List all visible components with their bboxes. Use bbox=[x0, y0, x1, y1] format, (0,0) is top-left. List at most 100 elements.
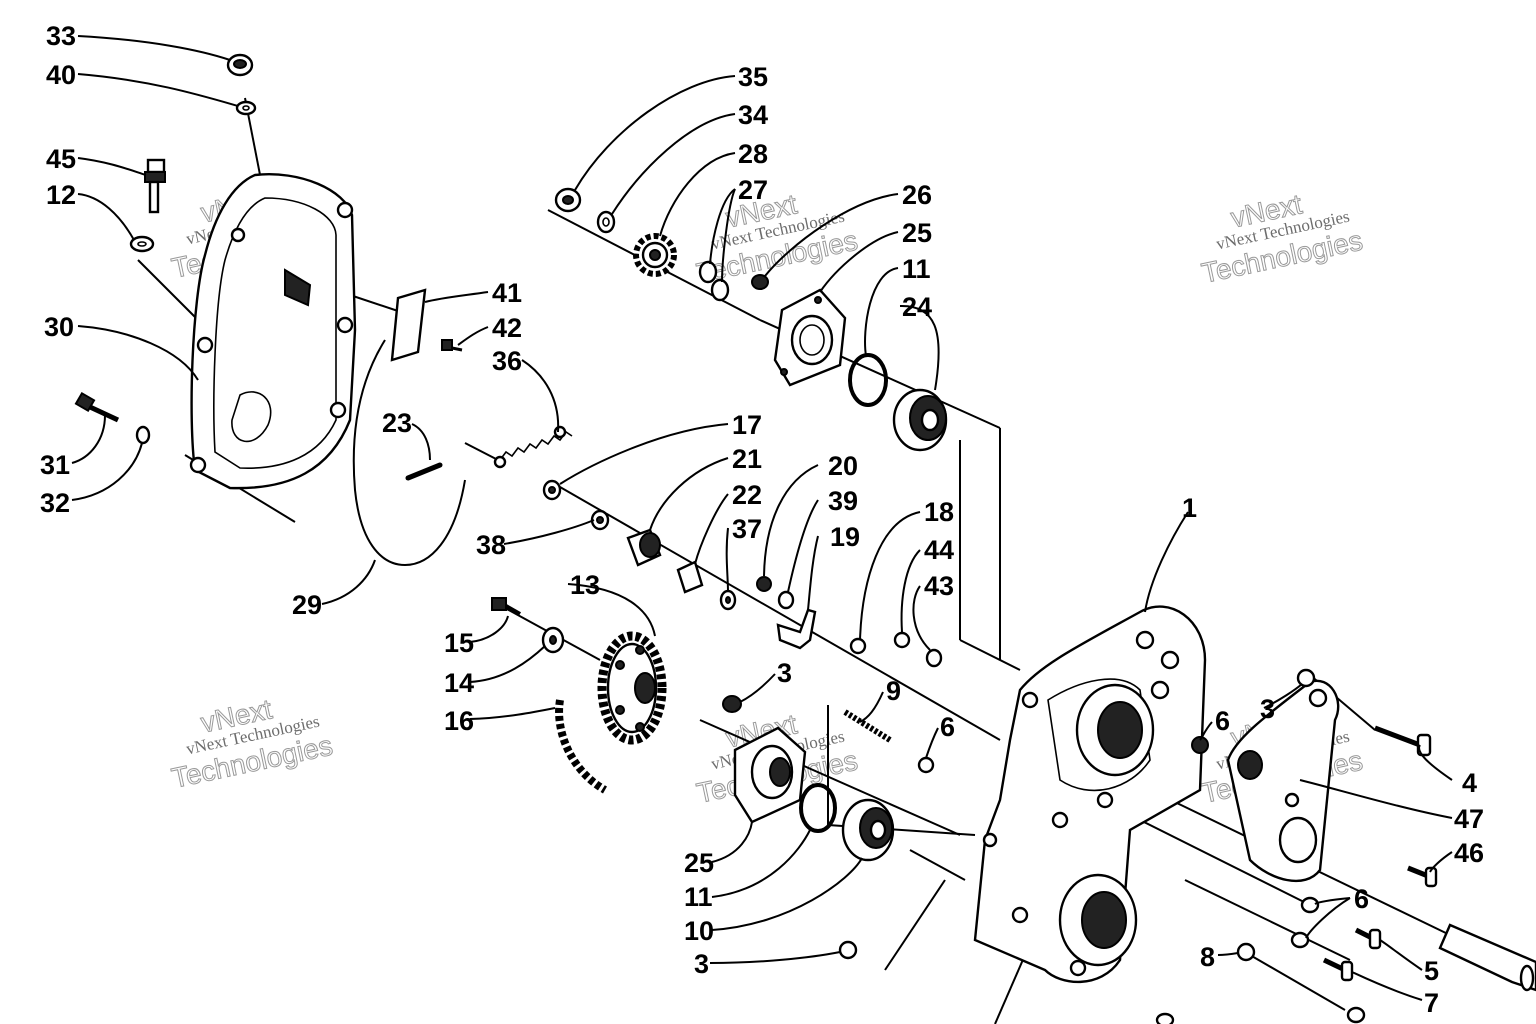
callout-5: 5 bbox=[1424, 956, 1439, 986]
callout-46: 46 bbox=[1454, 838, 1484, 868]
watermark-top-center: vNext vNext Technologies Technologies bbox=[693, 188, 860, 290]
part-34-washer bbox=[596, 210, 616, 234]
callout-41: 41 bbox=[492, 278, 522, 308]
part-12-washer bbox=[129, 235, 155, 253]
callout-7: 7 bbox=[1424, 988, 1439, 1018]
part-47-bearing-plate bbox=[1226, 679, 1340, 883]
part-41-plate bbox=[390, 288, 427, 362]
callout-47: 47 bbox=[1454, 804, 1484, 834]
watermark-bottom-left: vNext vNext Technologies Technologies bbox=[168, 693, 335, 795]
callout-19: 19 bbox=[830, 522, 860, 552]
callout-35: 35 bbox=[738, 62, 768, 92]
part-6-nut-a bbox=[917, 756, 935, 774]
part-3-nut-b bbox=[1296, 668, 1316, 688]
part-10-bearing-lower bbox=[841, 798, 895, 862]
part-37-washer bbox=[719, 589, 737, 611]
part-43-washer bbox=[925, 648, 943, 668]
part-19-tensioner-arm bbox=[776, 608, 817, 650]
callout-20: 20 bbox=[828, 451, 858, 481]
callout-38: 38 bbox=[476, 530, 506, 560]
part-25-flange-upper bbox=[773, 288, 847, 387]
part-42-screw bbox=[441, 339, 463, 352]
part-38-washer bbox=[590, 509, 610, 531]
part-31-bolt bbox=[74, 391, 120, 423]
part-28-small-sprocket bbox=[633, 233, 677, 277]
callout-12: 12 bbox=[46, 180, 76, 210]
part-30-chaincase-cover bbox=[189, 173, 357, 490]
part-23-pin bbox=[405, 462, 443, 481]
callout-42: 42 bbox=[492, 313, 522, 343]
callout-23: 23 bbox=[382, 408, 412, 438]
callout-15: 15 bbox=[444, 628, 474, 658]
callout-13: 13 bbox=[570, 570, 600, 600]
callout-3-a: 3 bbox=[777, 658, 792, 688]
callout-27: 27 bbox=[738, 175, 768, 205]
callout-16: 16 bbox=[444, 706, 474, 736]
callout-14: 14 bbox=[444, 668, 474, 698]
leader-lines bbox=[71, 35, 1453, 1001]
callout-29: 29 bbox=[292, 590, 322, 620]
callout-30: 30 bbox=[44, 312, 74, 342]
callout-40: 40 bbox=[46, 60, 76, 90]
part-45-vent-fitting bbox=[144, 158, 166, 214]
callout-39: 39 bbox=[828, 486, 858, 516]
callout-43: 43 bbox=[924, 571, 954, 601]
part-27-washers bbox=[698, 260, 730, 302]
part-39-washer bbox=[777, 590, 795, 610]
part-44-nut bbox=[893, 631, 911, 649]
part-40-washer bbox=[235, 100, 257, 116]
part-6-nut-b bbox=[1191, 736, 1209, 754]
part-drive-shaft bbox=[1438, 923, 1536, 992]
part-46-bolt bbox=[1407, 865, 1438, 888]
callout-25-lower: 25 bbox=[684, 848, 714, 878]
part-24-bearing-upper bbox=[892, 388, 948, 452]
callout-24: 24 bbox=[902, 292, 932, 322]
callout-11-lower: 11 bbox=[684, 882, 713, 912]
part-26-nut bbox=[751, 274, 769, 290]
callout-6-b: 6 bbox=[1215, 706, 1230, 736]
part-11-snap-ring-lower bbox=[799, 783, 837, 833]
callout-1: 1 bbox=[1182, 493, 1197, 523]
callout-28: 28 bbox=[738, 139, 768, 169]
part-11-snap-ring-upper bbox=[848, 353, 888, 407]
part-9-stud bbox=[843, 709, 892, 743]
part-3-nut-a bbox=[722, 695, 742, 713]
watermark-top-right: vNext vNext Technologies Technologies bbox=[1198, 188, 1365, 290]
part-13-large-sprocket bbox=[597, 631, 667, 745]
part-33-nut bbox=[226, 53, 254, 77]
part-5-bolt bbox=[1354, 927, 1382, 950]
callout-25-upper: 25 bbox=[902, 218, 932, 248]
part-6-washers-c bbox=[1290, 896, 1320, 949]
part-nut-bottom-edge bbox=[1155, 1006, 1366, 1024]
callout-18: 18 bbox=[924, 497, 954, 527]
callout-22: 22 bbox=[732, 480, 762, 510]
callout-37: 37 bbox=[732, 514, 762, 544]
callout-numbers: 33 40 45 12 30 31 32 41 42 36 23 29 35 3… bbox=[40, 21, 1484, 1018]
part-17-washer bbox=[542, 479, 562, 501]
part-36-spring bbox=[493, 425, 573, 469]
callout-34: 34 bbox=[738, 100, 768, 130]
callout-45: 45 bbox=[46, 144, 76, 174]
callout-6-c: 6 bbox=[1354, 884, 1369, 914]
part-29-cable bbox=[352, 339, 466, 567]
part-3-nut-c bbox=[838, 940, 858, 960]
callout-3-c: 3 bbox=[694, 949, 709, 979]
part-8-nut bbox=[1236, 942, 1256, 962]
part-15-bolt bbox=[491, 597, 521, 616]
part-21-roller bbox=[626, 528, 662, 567]
callout-33: 33 bbox=[46, 21, 76, 51]
callout-3-b: 3 bbox=[1260, 694, 1275, 724]
callout-9: 9 bbox=[886, 676, 901, 706]
callout-44: 44 bbox=[924, 535, 954, 565]
part-35-nut bbox=[554, 187, 582, 213]
part-1-chaincase-housing bbox=[973, 605, 1207, 984]
callout-26: 26 bbox=[902, 180, 932, 210]
callout-8: 8 bbox=[1200, 942, 1215, 972]
part-16-chain bbox=[555, 699, 608, 794]
callout-11-upper: 11 bbox=[902, 254, 931, 284]
callout-6-a: 6 bbox=[940, 712, 955, 742]
part-4-bolt bbox=[1374, 725, 1432, 757]
callout-10: 10 bbox=[684, 916, 714, 946]
part-14-washer bbox=[541, 626, 565, 654]
